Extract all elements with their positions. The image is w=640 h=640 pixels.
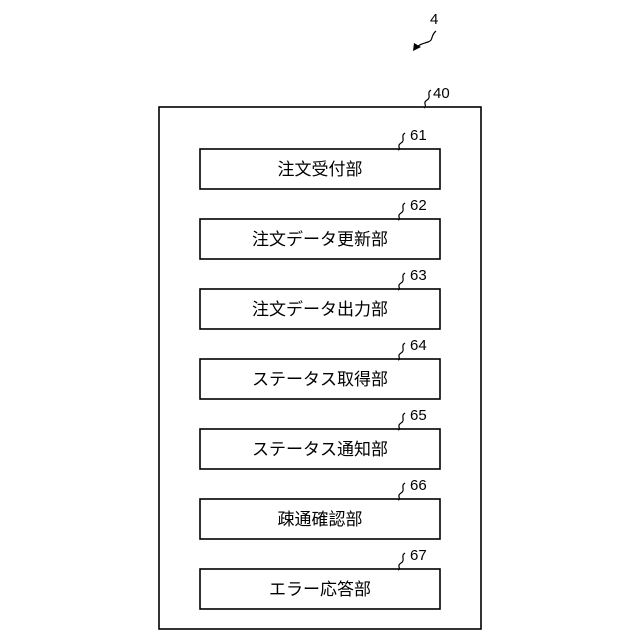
unit-label: ステータス通知部 (252, 440, 388, 460)
unit-reference-number: 64 (410, 337, 427, 354)
unit-reference-number: 61 (410, 127, 427, 144)
unit-label: 注文データ更新部 (252, 229, 388, 250)
figure-reference: 4 (413, 11, 438, 51)
unit-label: 注文データ出力部 (252, 299, 388, 320)
unit-label: ステータス取得部 (252, 370, 388, 390)
unit-reference-number: 62 (410, 197, 427, 214)
unit-reference-number: 67 (410, 547, 427, 564)
figure-reference-number: 4 (430, 11, 438, 28)
unit-label: 疎通確認部 (278, 510, 363, 530)
container-leader (424, 90, 431, 108)
unit-label: エラー応答部 (269, 580, 371, 600)
container-reference-number: 40 (433, 85, 450, 102)
unit-reference-number: 65 (410, 407, 427, 424)
figure-reference-arrow (416, 31, 436, 48)
unit-reference-number: 66 (410, 477, 427, 494)
unit-reference-number: 63 (410, 267, 427, 284)
figure-reference-arrowhead (413, 43, 421, 51)
unit-label: 注文受付部 (278, 160, 363, 180)
